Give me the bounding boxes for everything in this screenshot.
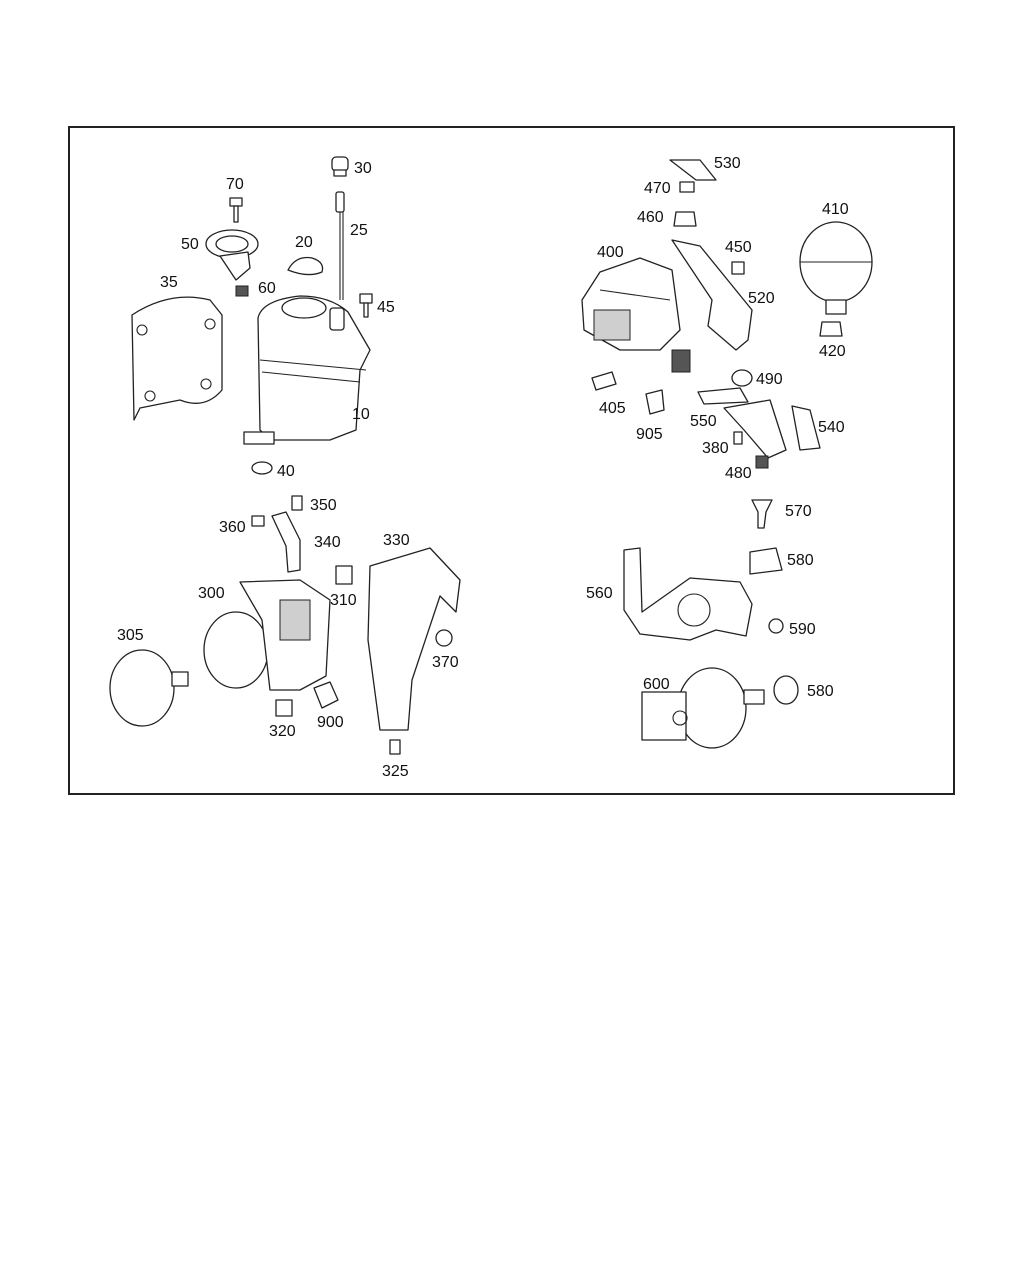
part-380-stud[interactable]	[733, 431, 743, 445]
part-10-reservoir[interactable]	[243, 295, 371, 445]
callout-350: 350	[310, 497, 337, 514]
part-320-seal[interactable]	[275, 699, 293, 717]
callout-30: 30	[354, 160, 372, 177]
callout-405: 405	[599, 400, 626, 417]
callout-580: 580	[787, 552, 814, 569]
callout-320: 320	[269, 723, 296, 740]
part-325-screw[interactable]	[389, 739, 401, 755]
callout-70: 70	[226, 176, 244, 193]
callout-450: 450	[725, 239, 752, 256]
callout-490: 490	[756, 371, 783, 388]
callout-340: 340	[314, 534, 341, 551]
callout-305: 305	[117, 627, 144, 644]
pump-group	[109, 495, 461, 755]
part-360-screw[interactable]	[251, 515, 265, 527]
callout-20: 20	[295, 234, 313, 251]
part-460-mount[interactable]	[673, 211, 697, 227]
callout-labels: 30 70 25 20 50 35 60 45 10 40 530 470 46…	[117, 155, 849, 780]
callout-420: 420	[819, 343, 846, 360]
callout-410: 410	[822, 201, 849, 218]
callout-310: 310	[330, 592, 357, 609]
callout-590: 590	[789, 621, 816, 638]
callout-600: 600	[643, 676, 670, 693]
callout-540: 540	[818, 419, 845, 436]
part-560-bracket[interactable]	[623, 547, 753, 641]
part-330-bracket[interactable]	[367, 547, 461, 731]
part-570-bolt[interactable]	[751, 499, 773, 529]
part-420-clip[interactable]	[819, 321, 843, 337]
part-370-nut[interactable]	[435, 629, 453, 647]
callout-300: 300	[198, 585, 225, 602]
callout-400: 400	[597, 244, 624, 261]
part-400-valve-block[interactable]	[581, 257, 691, 373]
part-35-heat-shield[interactable]	[131, 296, 223, 421]
part-580-damper[interactable]	[749, 547, 783, 575]
callout-580b: 580	[807, 683, 834, 700]
part-550b-bracket[interactable]	[723, 399, 787, 459]
callout-470: 470	[644, 180, 671, 197]
callout-45: 45	[377, 299, 395, 316]
callout-480: 480	[725, 465, 752, 482]
callout-905: 905	[636, 426, 663, 443]
bracket-accumulator-group	[623, 499, 799, 749]
callout-360: 360	[219, 519, 246, 536]
reservoir-group	[131, 156, 373, 475]
part-540-bracket[interactable]	[791, 405, 821, 451]
part-905-clip[interactable]	[645, 389, 665, 415]
part-20-seal[interactable]	[287, 256, 324, 276]
callout-325: 325	[382, 763, 409, 780]
part-350-screw[interactable]	[291, 495, 303, 511]
part-410-accumulator[interactable]	[799, 221, 873, 315]
part-520-bracket[interactable]	[671, 239, 753, 351]
callout-570: 570	[785, 503, 812, 520]
callout-560: 560	[586, 585, 613, 602]
callout-460: 460	[637, 209, 664, 226]
callout-35: 35	[160, 274, 178, 291]
part-600-accumulator-block[interactable]	[641, 667, 765, 749]
callout-25: 25	[350, 222, 368, 239]
part-25-dipstick[interactable]	[335, 191, 345, 300]
diagram-frame	[68, 126, 955, 795]
part-70-bolt[interactable]	[229, 197, 243, 223]
part-580b-damper[interactable]	[773, 675, 799, 705]
callout-10: 10	[352, 406, 370, 423]
part-50-filler-neck[interactable]	[205, 229, 259, 281]
callout-380: 380	[702, 440, 729, 457]
part-450-bolt[interactable]	[731, 261, 745, 275]
valve-block-group	[581, 159, 873, 469]
part-45-screw[interactable]	[359, 293, 373, 318]
part-300-pump[interactable]	[203, 579, 331, 691]
callout-530: 530	[714, 155, 741, 172]
callout-900: 900	[317, 714, 344, 731]
callout-50: 50	[181, 236, 199, 253]
part-530-bracket[interactable]	[669, 159, 717, 181]
part-900-clip[interactable]	[313, 681, 339, 709]
part-550-plate[interactable]	[697, 387, 749, 405]
part-30-cap[interactable]	[331, 156, 349, 177]
callout-370: 370	[432, 654, 459, 671]
part-305-accumulator[interactable]	[109, 649, 189, 727]
callout-330: 330	[383, 532, 410, 549]
part-310-fitting[interactable]	[335, 565, 353, 585]
part-60-nut[interactable]	[235, 285, 249, 297]
callout-40: 40	[277, 463, 295, 480]
part-405-sensor[interactable]	[591, 371, 617, 391]
part-340-bracket[interactable]	[271, 511, 301, 573]
callout-550: 550	[690, 413, 717, 430]
part-480-nut[interactable]	[755, 455, 769, 469]
part-40-grommet[interactable]	[251, 461, 273, 475]
callout-520: 520	[748, 290, 775, 307]
part-490-plug[interactable]	[731, 369, 753, 387]
part-590-nut[interactable]	[768, 618, 784, 634]
callout-60: 60	[258, 280, 276, 297]
part-470-bolt[interactable]	[679, 181, 695, 193]
